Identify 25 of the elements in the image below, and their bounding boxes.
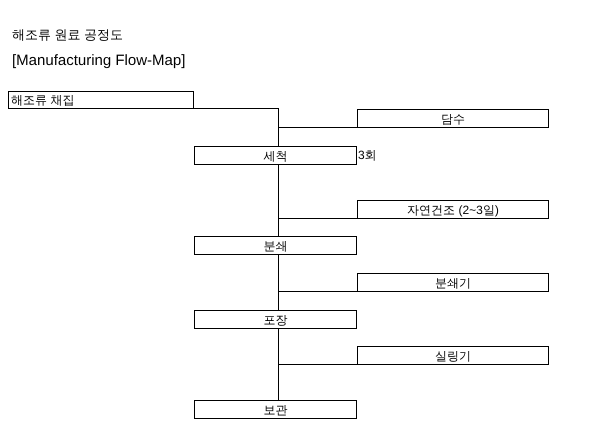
connector-line: [278, 127, 358, 146]
process-box: [357, 200, 549, 219]
step-label: 해조류 채집: [11, 93, 74, 107]
step-label: 자연건조 (2~3일): [407, 202, 499, 216]
connector-line: [278, 291, 358, 310]
step-label: 세척: [264, 148, 288, 162]
process-box: [8, 91, 194, 109]
process-box: [194, 236, 357, 255]
connector-line: [278, 218, 358, 236]
step-label: 실링기: [435, 348, 471, 362]
process-box: [194, 400, 357, 419]
process-box: [357, 109, 549, 128]
subtitle-label: [Manufacturing Flow-Map]: [12, 52, 186, 70]
process-box: [357, 346, 549, 365]
process-box: [194, 146, 357, 165]
connector-line: [278, 364, 358, 400]
diagram-title: 해조류 원료 공정도: [12, 27, 124, 43]
step-label: 분쇄: [264, 238, 288, 252]
process-box: [357, 273, 549, 292]
step-label: 보관: [264, 402, 288, 416]
process-box: [194, 310, 357, 329]
repeat-count-note: 3회: [358, 148, 377, 162]
step-label: 담수: [441, 112, 465, 126]
step-label: 분쇄기: [435, 276, 471, 290]
step-label: 포장: [264, 312, 288, 326]
